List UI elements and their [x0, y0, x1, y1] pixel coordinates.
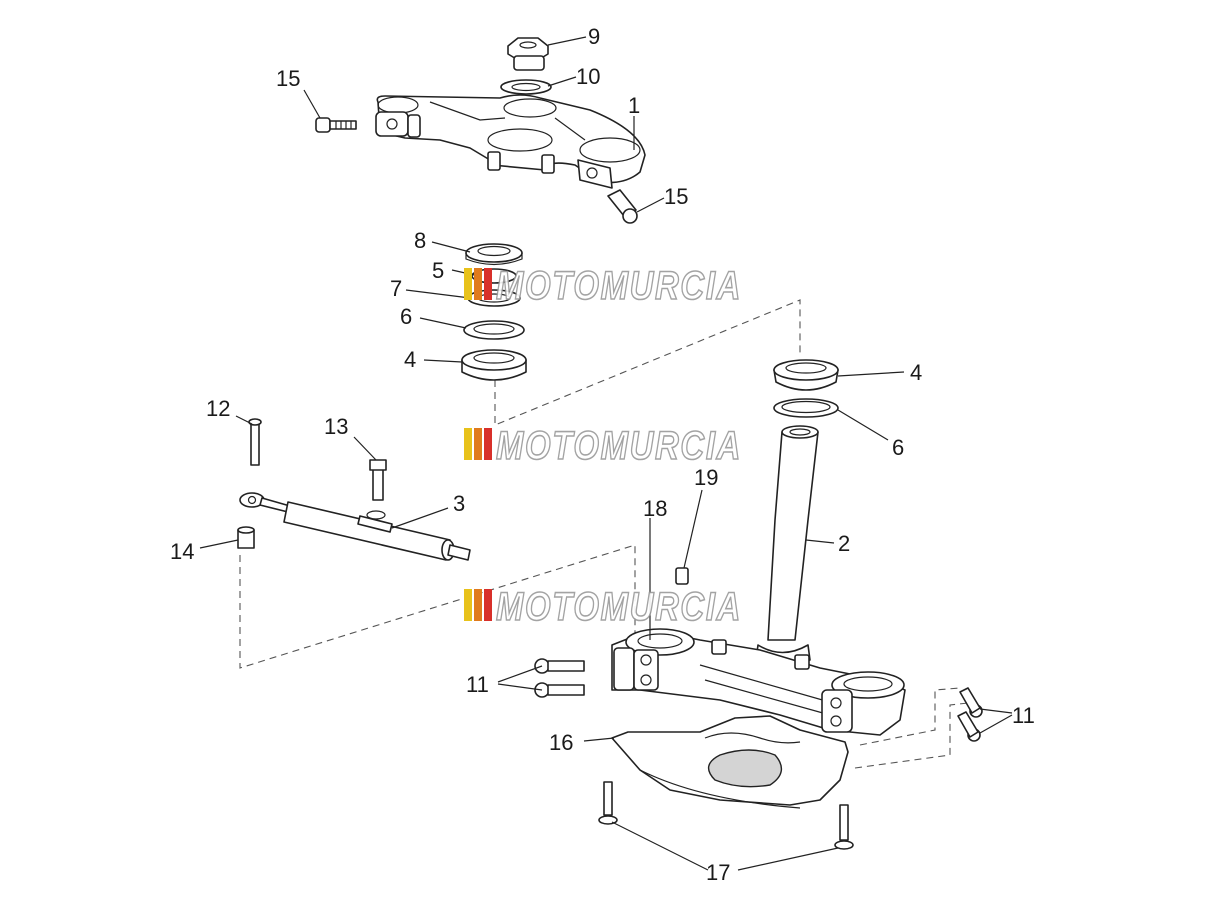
- callout-17: 17: [706, 860, 730, 885]
- top-washer: [500, 79, 552, 95]
- callout-4-left: 4: [404, 347, 416, 372]
- callout-numbers: 9 10 1 15 15 8 5 7 6 4 4 6 12 13 3 14 19…: [170, 24, 1035, 885]
- watermark-top: MOTOMURCIA: [464, 263, 742, 309]
- upper-bearing-stack: [461, 243, 527, 381]
- damper-pin-12: [248, 418, 262, 466]
- steering-damper: [239, 492, 471, 561]
- callout-13: 13: [324, 414, 348, 439]
- upper-triple-clamp: [375, 94, 646, 189]
- callout-7: 7: [390, 276, 402, 301]
- lower-triple-clamp: [611, 425, 906, 736]
- callout-16: 16: [549, 730, 573, 755]
- callout-12: 12: [206, 396, 230, 421]
- callout-9: 9: [588, 24, 600, 49]
- damper-bushing-14: [237, 526, 255, 549]
- callout-leaders: [199, 36, 1013, 871]
- lower-clamp-bolts: [534, 658, 983, 742]
- callout-10: 10: [576, 64, 600, 89]
- watermark-middle: MOTOMURCIA: [464, 423, 742, 469]
- callout-19: 19: [694, 465, 718, 490]
- upper-clamp-bolts: [315, 117, 638, 224]
- callout-14: 14: [170, 539, 194, 564]
- callout-6-right: 6: [892, 435, 904, 460]
- callout-8: 8: [414, 228, 426, 253]
- callout-11-right: 11: [1012, 703, 1035, 728]
- callout-2: 2: [838, 531, 850, 556]
- callout-15-top: 15: [276, 66, 300, 91]
- watermark-text-bottom: MOTOMURCIA: [496, 585, 742, 629]
- callout-15-bottom: 15: [664, 184, 688, 209]
- watermark-bottom: MOTOMURCIA: [464, 584, 742, 630]
- steering-stem-nut: [507, 37, 549, 71]
- lower-bearing-set: [773, 359, 839, 418]
- watermark-text-top: MOTOMURCIA: [496, 264, 742, 308]
- callout-6-left: 6: [400, 304, 412, 329]
- callout-18: 18: [643, 496, 667, 521]
- callout-4-right: 4: [910, 360, 922, 385]
- guard-screws: [598, 781, 854, 850]
- watermark-text-middle: MOTOMURCIA: [496, 424, 742, 468]
- damper-bolt-13: [369, 459, 387, 501]
- callout-11-left: 11: [466, 672, 489, 697]
- callout-3: 3: [453, 491, 465, 516]
- small-pin-19: [675, 567, 689, 585]
- under-guard-plate: [611, 715, 849, 809]
- callout-1: 1: [628, 93, 640, 118]
- assembly-dashed-lines: [239, 299, 969, 769]
- callout-5: 5: [432, 258, 444, 283]
